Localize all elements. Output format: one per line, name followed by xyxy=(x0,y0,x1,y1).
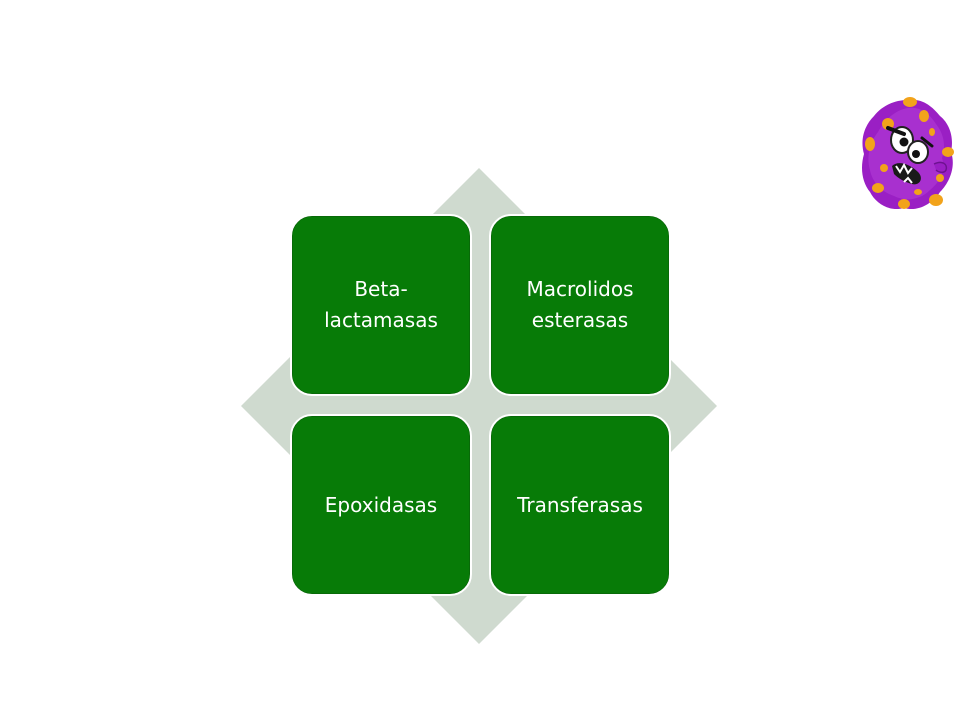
box-label-beta-lactamasas: Beta- lactamasas xyxy=(324,277,438,332)
box-label-epoxidasas: Epoxidasas xyxy=(324,492,438,517)
box-label-transferasas: Transferasas xyxy=(517,492,643,517)
purple-germ-monster-icon xyxy=(858,94,956,216)
box-epoxidasas: Epoxidasas xyxy=(290,414,472,596)
box-macrolidos-esterasas: Macrolidos esterasas xyxy=(489,214,671,396)
box-label-macrolidos-esterasas: Macrolidos esterasas xyxy=(526,277,634,332)
germ-svg xyxy=(862,97,954,210)
box-transferasas: Transferasas xyxy=(489,414,671,596)
box-beta-lactamasas: Beta- lactamasas xyxy=(290,214,472,396)
